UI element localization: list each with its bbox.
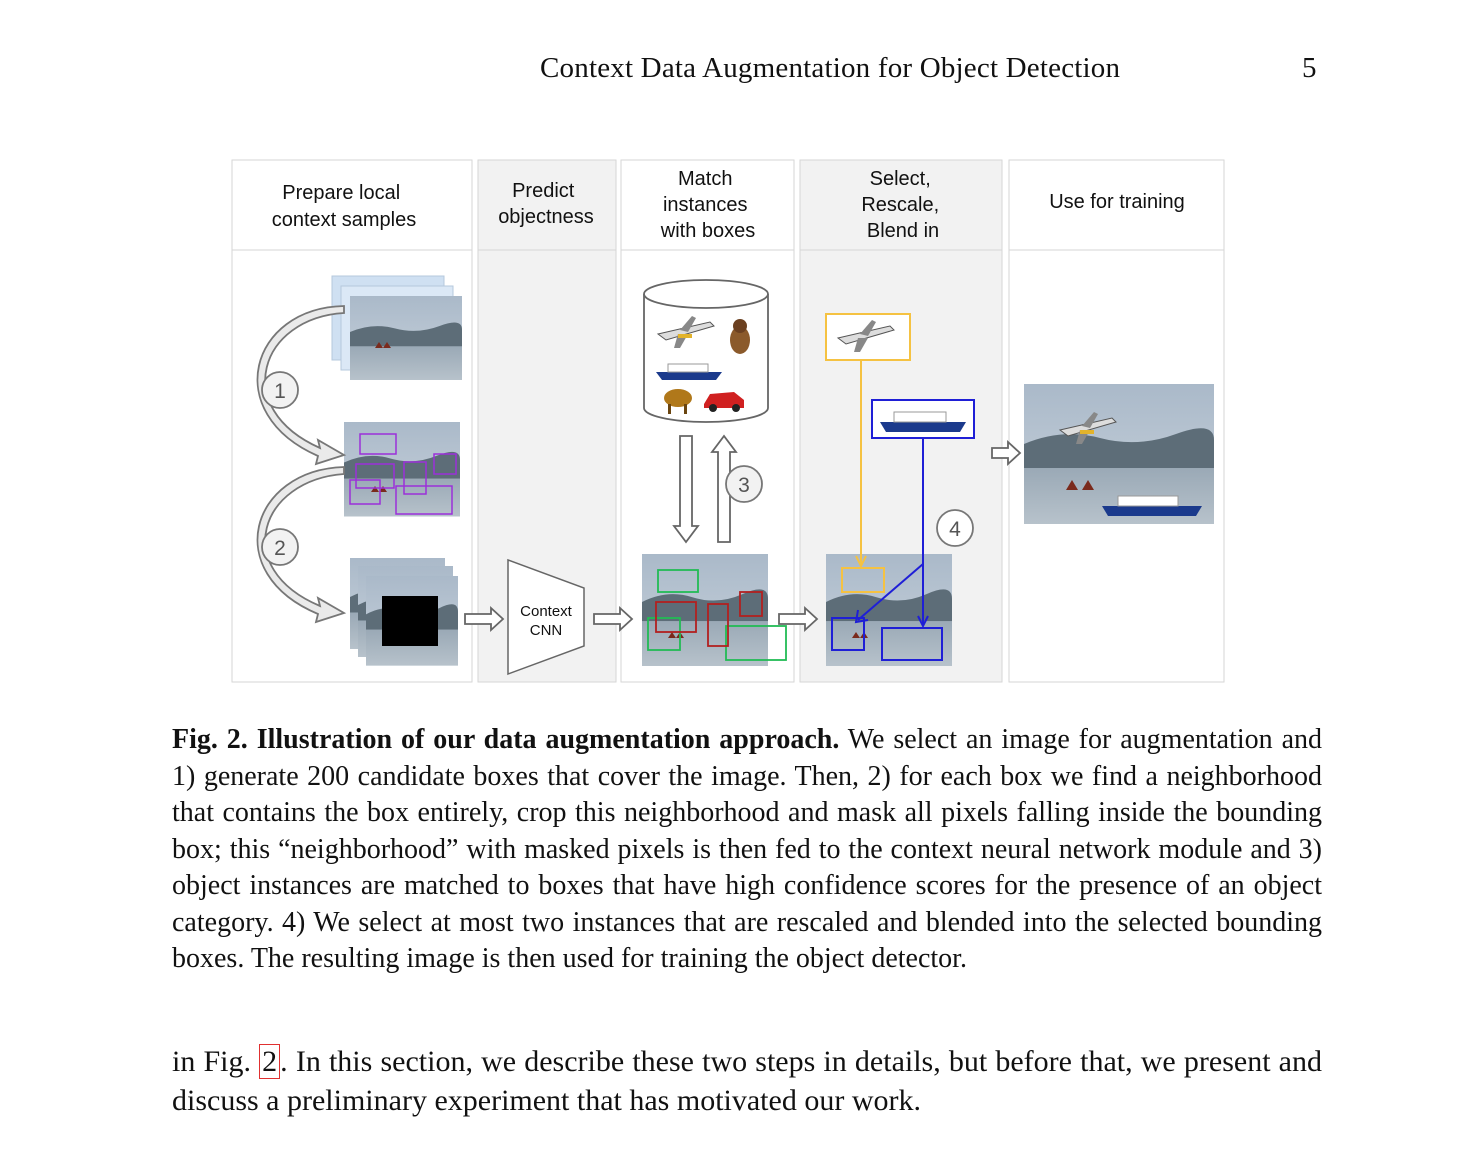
caption-text: We select an image for augmentation and …	[172, 724, 1322, 974]
running-title: Context Data Augmentation for Object Det…	[540, 52, 1121, 84]
arrow-to-training	[991, 439, 1022, 467]
svg-text:3: 3	[738, 474, 750, 497]
svg-text:2: 2	[274, 537, 286, 560]
figure-reference-link[interactable]: 2	[259, 1044, 281, 1079]
dog-instance	[730, 319, 750, 354]
arrow-to-cnn	[464, 605, 505, 633]
source-image-stack	[331, 275, 462, 380]
blend-connectors	[854, 360, 929, 629]
col-head-prepare: Prepare local context samples	[272, 182, 417, 231]
ship-instance	[656, 363, 722, 380]
candidate-boxes-image	[344, 422, 460, 517]
body-text-rest: . In this section, we describe these two…	[172, 1045, 1322, 1117]
match-arrows	[672, 434, 738, 544]
svg-text:4: 4	[949, 518, 961, 541]
curved-arrow-step-2	[256, 466, 347, 624]
step-1-marker: 1	[261, 371, 299, 409]
augmented-training-image	[1024, 384, 1214, 524]
curved-arrow-step-1	[256, 305, 347, 466]
selected-airplane	[825, 313, 911, 361]
page-number: 5	[1302, 52, 1317, 84]
svg-text:1: 1	[274, 380, 286, 403]
step-3-marker: 3	[725, 465, 763, 503]
matched-boxes-image	[642, 554, 787, 666]
body-text-start: in Fig.	[172, 1045, 260, 1078]
step-2-marker: 2	[261, 528, 299, 566]
selected-ship	[871, 399, 975, 439]
car-instance	[704, 392, 744, 412]
instance-database-cylinder	[643, 279, 769, 423]
col-head-training: Use for training	[1049, 191, 1185, 213]
masked-neighborhood-stack	[350, 558, 458, 666]
svg-text:Context: Context	[520, 603, 573, 620]
cow-instance	[664, 389, 692, 414]
caption-label: Fig. 2. Illustration of our data augment…	[172, 724, 840, 755]
svg-text:CNN: CNN	[530, 622, 563, 639]
arrow-to-select	[778, 605, 819, 633]
augmentation-pipeline-figure: Prepare local context samples Predict ob…	[231, 159, 1225, 683]
body-paragraph: in Fig. 2. In this section, we describe …	[172, 1043, 1322, 1120]
col-head-select: Select, Rescale, Blend in	[861, 168, 944, 242]
col-head-predict: Predict objectness	[498, 180, 594, 228]
arrow-to-match	[593, 605, 634, 633]
context-cnn-block: Context CNN	[507, 558, 585, 676]
figure-caption: Fig. 2. Illustration of our data augment…	[172, 722, 1322, 978]
airplane-instance	[656, 316, 715, 348]
blend-target-image	[826, 554, 952, 666]
step-4-marker: 4	[936, 509, 974, 547]
col-head-match: Match instances with boxes	[660, 168, 756, 242]
